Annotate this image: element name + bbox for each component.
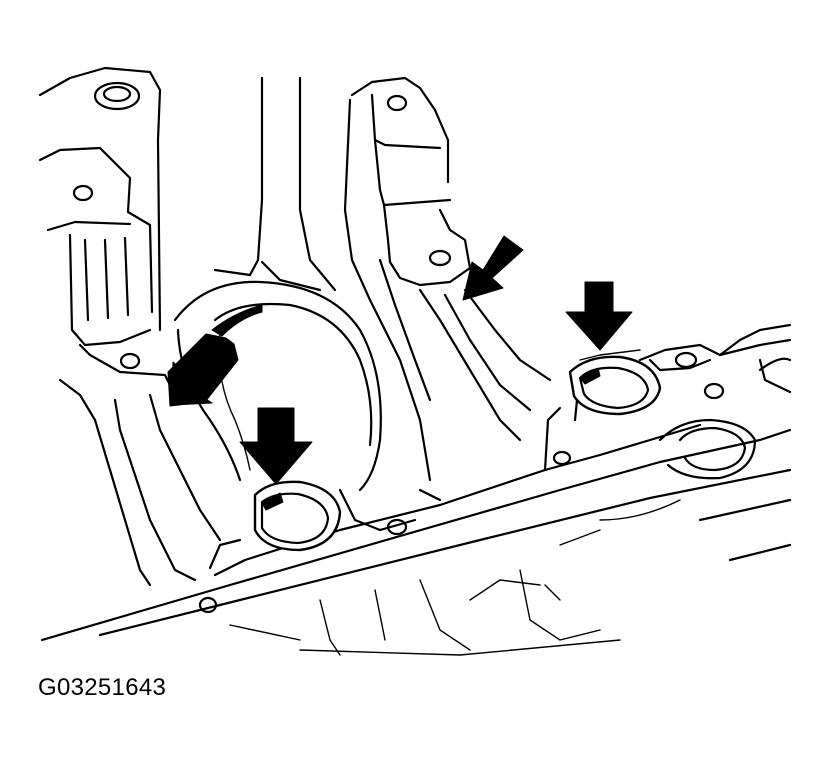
left-bearing-cap-bore [253, 480, 342, 552]
lower-crankcase [229, 499, 681, 656]
arrow-right-cap-icon [565, 281, 633, 351]
figure-id-label: G03251643 [38, 674, 167, 701]
indicator-arrows [167, 235, 633, 485]
right-gasket-lobe [658, 357, 792, 562]
arrow-left-bearing-icon [171, 337, 229, 406]
arrow-left-cap-icon [239, 407, 313, 485]
right-bearing-support [343, 76, 552, 482]
arrow-right-bearing-icon [462, 235, 524, 301]
engine-block-illustration [38, 66, 792, 656]
oil-pan-flange [40, 323, 792, 642]
right-bearing-cap-bore [568, 355, 662, 416]
center-rib [213, 76, 337, 292]
left-bearing-support [38, 66, 222, 587]
